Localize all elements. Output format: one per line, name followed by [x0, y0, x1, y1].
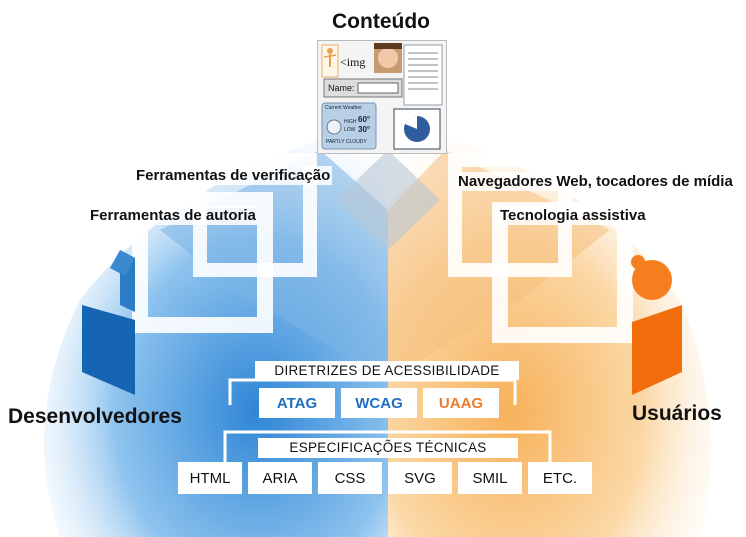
content-title: Conteúdo — [332, 10, 430, 33]
guideline-wcag: WCAG — [341, 388, 417, 418]
weather-title: Current Weather — [325, 105, 362, 111]
weather-low: 30° — [358, 125, 371, 134]
content-illustration-graphic — [321, 43, 443, 150]
dancer-icon — [321, 44, 339, 78]
user-figure — [631, 255, 682, 395]
center-diamond — [336, 150, 440, 250]
spec-smil: SMIL — [458, 462, 522, 494]
weather-low-label: LOW — [344, 127, 356, 133]
specs-title: ESPECIFICAÇÕES TÉCNICAS — [258, 438, 518, 458]
browsers-players-label: Navegadores Web, tocadores de mídia — [456, 172, 735, 191]
guidelines-bracket — [228, 378, 517, 405]
guideline-uaag: UAAG — [423, 388, 499, 418]
content-illustration: <img Name: Current Weather HIGH LOW 60° … — [317, 40, 447, 154]
assistive-tech-label: Tecnologia assistiva — [498, 206, 648, 225]
weather-high: 60° — [358, 115, 371, 124]
specs-bracket — [223, 430, 552, 462]
spec-aria: ARIA — [248, 462, 312, 494]
authoring-tools-label: Ferramentas de autoria — [88, 206, 258, 225]
name-field-label: Name: — [328, 83, 355, 93]
img-tag-text: <img — [340, 55, 366, 69]
developer-figure — [82, 250, 135, 395]
guideline-atag: ATAG — [259, 388, 335, 418]
spec-css: CSS — [318, 462, 382, 494]
spec-html: HTML — [178, 462, 242, 494]
spec-etc: ETC. — [528, 462, 592, 494]
verification-tools-label: Ferramentas de verificação — [134, 166, 333, 185]
weather-high-label: HIGH — [344, 119, 357, 125]
users-label: Usuários — [632, 402, 722, 425]
developers-label: Desenvolvedores — [8, 405, 182, 428]
weather-condition: PARTLY CLOUDY — [326, 139, 367, 145]
spec-svg: SVG — [388, 462, 452, 494]
guidelines-title: DIRETRIZES DE ACESSIBILIDADE — [255, 361, 519, 380]
